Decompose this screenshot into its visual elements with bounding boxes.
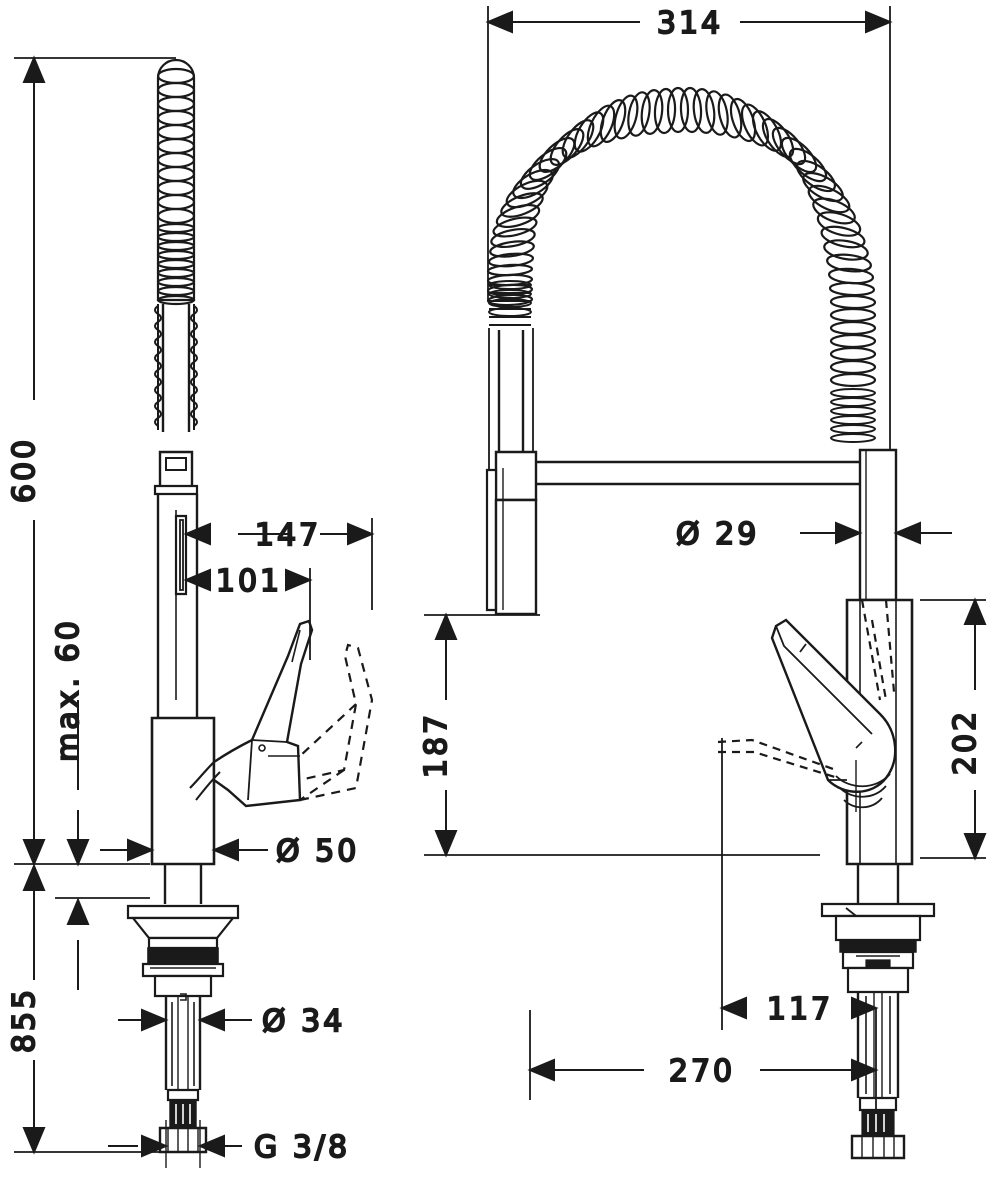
dim-label-117: 117 xyxy=(767,992,833,1027)
front-view-lever-handle-dashed xyxy=(717,599,896,780)
dim-arrow-max60-lower xyxy=(66,897,90,925)
dim-label-d29: Ø 29 xyxy=(676,517,759,552)
dim-label-270: 270 xyxy=(669,1054,735,1089)
dim-label-202: 202 xyxy=(948,709,983,775)
dim-arrow-600-top xyxy=(22,55,46,83)
front-view-group xyxy=(485,86,936,1160)
dim-label-101: 101 xyxy=(216,564,282,599)
front-view-dimensions: 314 Ø 29 187 202 117 xyxy=(418,5,987,1110)
dim-arrow-117-right xyxy=(851,996,879,1020)
dim-arrow-d50-left xyxy=(127,838,155,862)
side-view-hose-coil-lower xyxy=(154,305,198,427)
dim-arrow-101-right xyxy=(285,568,313,592)
dim-arrow-101-left xyxy=(183,568,211,592)
dim-arrow-314-left xyxy=(485,10,513,34)
dim-arrow-d50-right xyxy=(211,838,239,862)
dim-arrow-202-bottom xyxy=(963,833,987,861)
dim-arrow-g38-right xyxy=(197,1134,225,1158)
dim-label-g38: G 3/8 xyxy=(254,1130,350,1165)
side-view-group xyxy=(126,58,374,1154)
dim-arrow-270-right xyxy=(851,1058,879,1082)
dim-label-147: 147 xyxy=(255,518,321,553)
dim-arrow-187-top xyxy=(434,612,458,640)
side-view-coil-spring xyxy=(156,58,196,306)
dim-arrow-147-right xyxy=(347,522,375,546)
dim-arrow-d34-right xyxy=(197,1008,225,1032)
dim-label-max60: max. 60 xyxy=(51,618,86,762)
dim-label-314: 314 xyxy=(657,6,723,41)
dim-label-187: 187 xyxy=(419,712,454,778)
dim-arrow-314-right xyxy=(865,10,893,34)
dim-arrow-d29-right xyxy=(893,521,921,545)
dim-arrow-d29-left xyxy=(835,521,863,545)
front-view-spring-tight-left xyxy=(488,280,532,326)
dim-arrow-187-bottom xyxy=(434,830,458,858)
dim-label-d34: Ø 34 xyxy=(262,1004,345,1039)
dim-arrow-147-left xyxy=(183,522,211,546)
side-view-lever-handle xyxy=(189,619,314,808)
dim-arrow-d34-left xyxy=(141,1008,169,1032)
dim-arrow-202-top xyxy=(963,597,987,625)
side-view-dimensions: 600 855 max. 60 147 101 Ø 50 xyxy=(6,55,375,1168)
dim-arrow-855-top xyxy=(22,863,46,891)
dim-label-855: 855 xyxy=(7,987,42,1053)
dim-arrow-600-bottom xyxy=(22,839,46,867)
side-view-lever-handle-dashed xyxy=(299,643,374,802)
front-view-spring-tight-right xyxy=(830,388,876,443)
dim-label-600: 600 xyxy=(7,437,42,503)
dim-arrow-270-left xyxy=(527,1058,555,1082)
dim-arrow-117-left xyxy=(719,996,747,1020)
dim-arrow-855-bottom xyxy=(22,1127,46,1155)
front-view-spring-arch xyxy=(486,86,877,443)
dim-label-d50: Ø 50 xyxy=(276,834,359,869)
front-view-lever-handle xyxy=(770,618,897,812)
dim-arrow-g38-left xyxy=(141,1134,169,1158)
